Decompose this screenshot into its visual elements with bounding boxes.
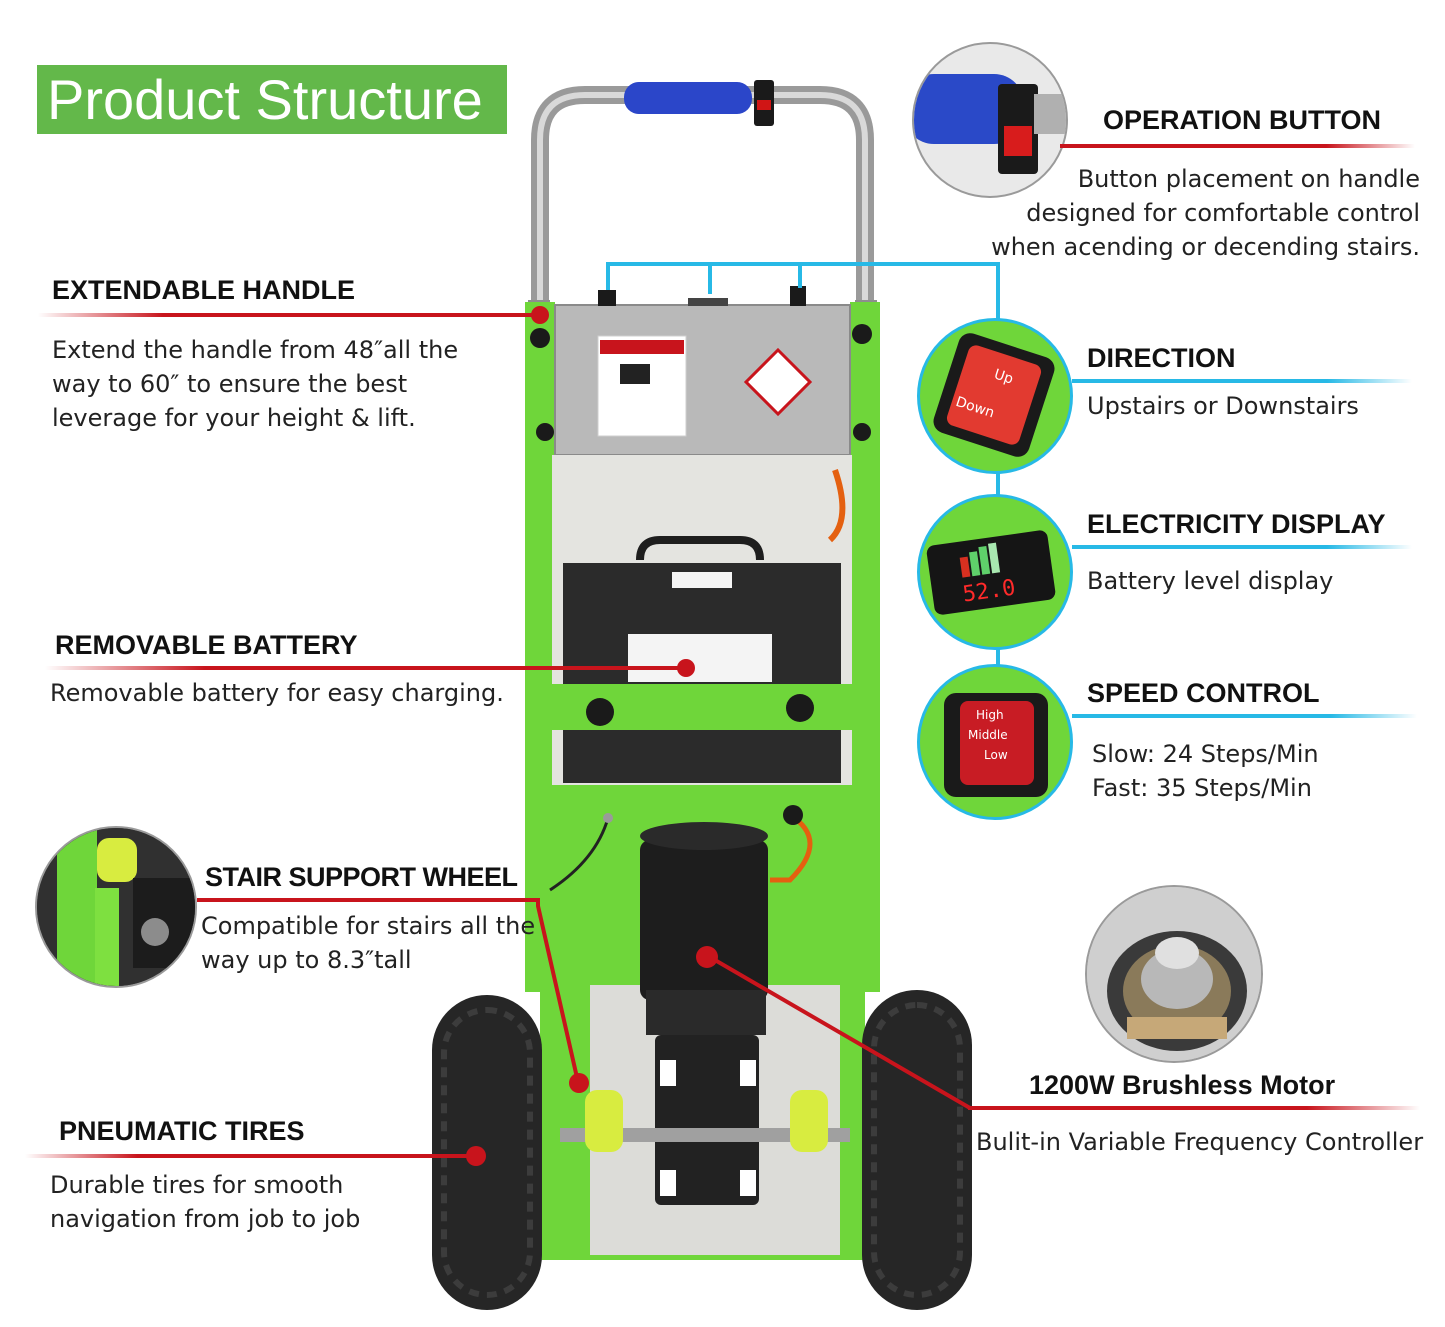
callout-dot — [677, 659, 695, 677]
brushless-motor-closeup — [1085, 885, 1263, 1063]
speed-control-desc: Slow: 24 Steps/Min Fast: 35 Steps/Min — [1092, 740, 1319, 802]
electricity-display-closeup: 52.0 — [917, 494, 1073, 650]
speed-control-closeup: High Middle Low — [917, 664, 1073, 820]
stair-climber-illustration — [432, 80, 972, 1310]
handle-frame — [531, 86, 874, 310]
extendable-handle-leader — [38, 313, 538, 317]
extendable-handle-heading: EXTENDABLE HANDLE — [52, 275, 356, 305]
speed-high-label: High — [976, 708, 1004, 722]
electricity-display-leader — [1072, 545, 1412, 549]
direction-leader — [1072, 379, 1412, 383]
motor-leader — [968, 1106, 1420, 1110]
stair-support-wheel-left — [585, 1090, 623, 1152]
speed-control-heading: SPEED CONTROL — [1087, 678, 1320, 708]
electricity-display-desc: Battery level display — [1087, 567, 1334, 595]
pneumatic-tire-left — [432, 995, 542, 1310]
callout-dot — [466, 1146, 486, 1166]
pneumatic-tires-leader — [25, 1154, 475, 1158]
handle-grip — [624, 82, 752, 114]
page-title: Product Structure — [47, 68, 483, 131]
brushless-motor — [640, 840, 768, 1000]
electricity-display-heading: ELECTRICITY DISPLAY — [1087, 509, 1386, 539]
pneumatic-tires-desc: Durable tires for smooth navigation from… — [50, 1171, 361, 1233]
direction-desc: Upstairs or Downstairs — [1087, 392, 1359, 420]
operation-button-desc: Button placement on handle designed for … — [991, 165, 1420, 261]
motor-desc: Bulit-in Variable Frequency Controller — [976, 1128, 1424, 1156]
stair-support-wheel-desc: Compatible for stairs all the way up to … — [201, 912, 536, 974]
stair-support-wheel-leader — [197, 898, 540, 902]
stair-support-wheel-right — [790, 1090, 828, 1152]
extendable-handle-desc: Extend the handle from 48″all the way to… — [52, 336, 459, 432]
operation-button-closeup — [912, 42, 1068, 198]
removable-battery-heading: REMOVABLE BATTERY — [55, 630, 358, 660]
connector-line — [606, 262, 1000, 266]
removable-battery-leader — [45, 666, 685, 670]
removable-battery-desc: Removable battery for easy charging. — [50, 679, 504, 707]
speed-middle-label: Middle — [968, 728, 1008, 742]
callout-dot — [696, 946, 718, 968]
title-banner — [37, 65, 507, 134]
operation-button-heading: OPERATION BUTTON — [1103, 105, 1382, 135]
pneumatic-tires-heading: PNEUMATIC TIRES — [59, 1116, 305, 1146]
stair-support-wheel-closeup — [35, 826, 197, 988]
motor-heading: 1200W Brushless Motor — [1029, 1070, 1336, 1100]
switch-up-label: Up — [992, 367, 1015, 388]
direction-switch-closeup: Up Down — [917, 318, 1073, 474]
operation-button-leader — [1060, 144, 1415, 148]
direction-heading: DIRECTION — [1087, 343, 1236, 373]
pneumatic-tire-right — [862, 990, 972, 1310]
speed-low-label: Low — [984, 748, 1008, 762]
stair-support-wheel-heading: STAIR SUPPORT WHEEL — [205, 862, 518, 892]
speed-control-leader — [1072, 714, 1417, 718]
callout-dot — [531, 306, 549, 324]
callout-dot — [569, 1073, 589, 1093]
